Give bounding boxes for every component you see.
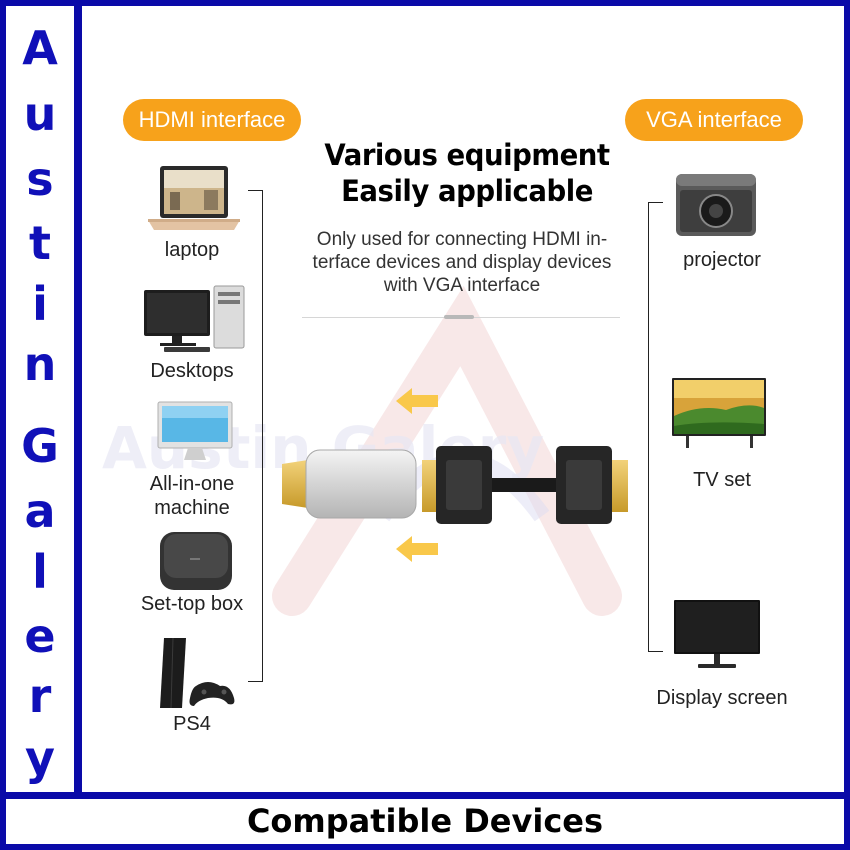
hdmi-interface-label: HDMI interface [123,99,301,141]
description: Only used for connecting HDMI in- terfac… [280,228,644,297]
device-label: laptop [164,239,220,261]
main-panel: Austin Galery HDMI interface VGA interfa… [82,6,844,792]
brand-letter: s [26,152,54,206]
vga-interface-label: VGA interface [625,99,803,141]
description-line: with VGA interface [383,275,541,296]
brand-letter: i [32,277,48,331]
device-label: All-in-one machine [149,473,235,519]
tv-icon [672,378,766,448]
all-in-one-pc-icon [157,401,233,460]
divider-knob [444,315,474,319]
brand-letter: t [29,216,51,270]
description-line: Only used for connecting HDMI in- [316,229,608,250]
brand-letter: u [23,87,57,141]
brand-letter: l [32,545,48,599]
brand-letter: e [24,609,56,663]
brand-letter: G [21,419,59,473]
headline-line2: Easily applicable [341,174,593,208]
headline-line1: Various equipment [324,138,610,172]
monitor-icon [674,600,760,668]
brand-letter: A [22,21,58,75]
device-label: Desktops [150,360,234,382]
arrow-left-icon [396,536,438,562]
hdmi-to-vga-adapter [282,446,628,524]
brand-letter: r [28,669,52,723]
device-label: Display screen [656,687,788,709]
device-label: PS4 [173,713,211,735]
game-console-icon [160,637,235,709]
description-line: terface devices and display devices [312,252,612,273]
vga-devices-bracket [648,202,663,652]
footer-band: Compatible Devices [6,799,844,844]
device-label: projector [683,249,761,271]
brand-letter: y [25,731,55,785]
footer-title: Compatible Devices [246,802,604,840]
desktop-computer-icon [144,285,245,352]
arrow-left-icon [396,388,438,414]
set-top-box-icon [160,532,232,590]
laptop-icon [148,166,240,230]
brand-letter: n [23,337,57,391]
device-label: TV set [693,469,751,491]
brand-band: A u s t i n G a l e r y [6,6,74,792]
hdmi-devices-bracket [248,190,263,682]
brand-letter: a [24,484,56,538]
device-label: Set-top box [140,593,244,615]
projector-icon [676,174,756,236]
